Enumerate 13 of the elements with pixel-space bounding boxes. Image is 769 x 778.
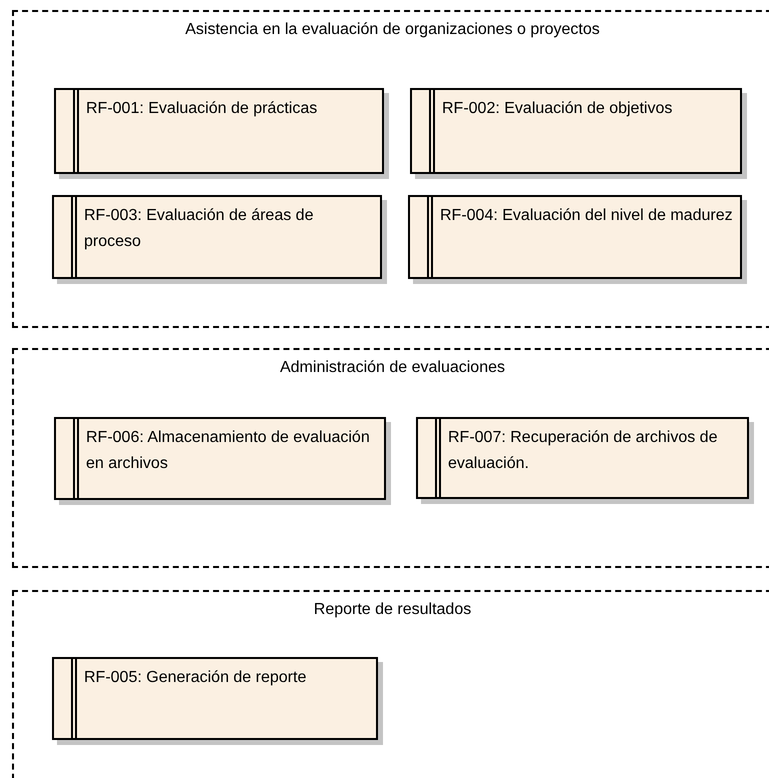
package-boundary bbox=[12, 590, 769, 778]
package-title: Administración de evaluaciones bbox=[278, 358, 506, 378]
package-boundary bbox=[12, 10, 769, 328]
requirement-text: RF-007: Recuperación de archivos de evaluación. bbox=[448, 428, 718, 474]
requirement-text: RF-003: Evaluación de áreas de proceso bbox=[84, 206, 314, 252]
requirement-text: RF-002: Evaluación de objetivos bbox=[442, 99, 674, 119]
package-title: Reporte de resultados bbox=[312, 600, 472, 620]
requirement-text: RF-004: Evaluación del nivel de madurez bbox=[440, 206, 734, 226]
package-title: Asistencia en la evaluación de organizaciones o proyectos bbox=[184, 20, 601, 40]
requirement-text: RF-005: Generación de reporte bbox=[84, 668, 308, 688]
requirement-text: RF-006: Almacenamiento de evaluación en archivos bbox=[86, 428, 371, 474]
package-boundary bbox=[12, 348, 769, 568]
requirement-text: RF-001: Evaluación de prácticas bbox=[86, 99, 318, 119]
